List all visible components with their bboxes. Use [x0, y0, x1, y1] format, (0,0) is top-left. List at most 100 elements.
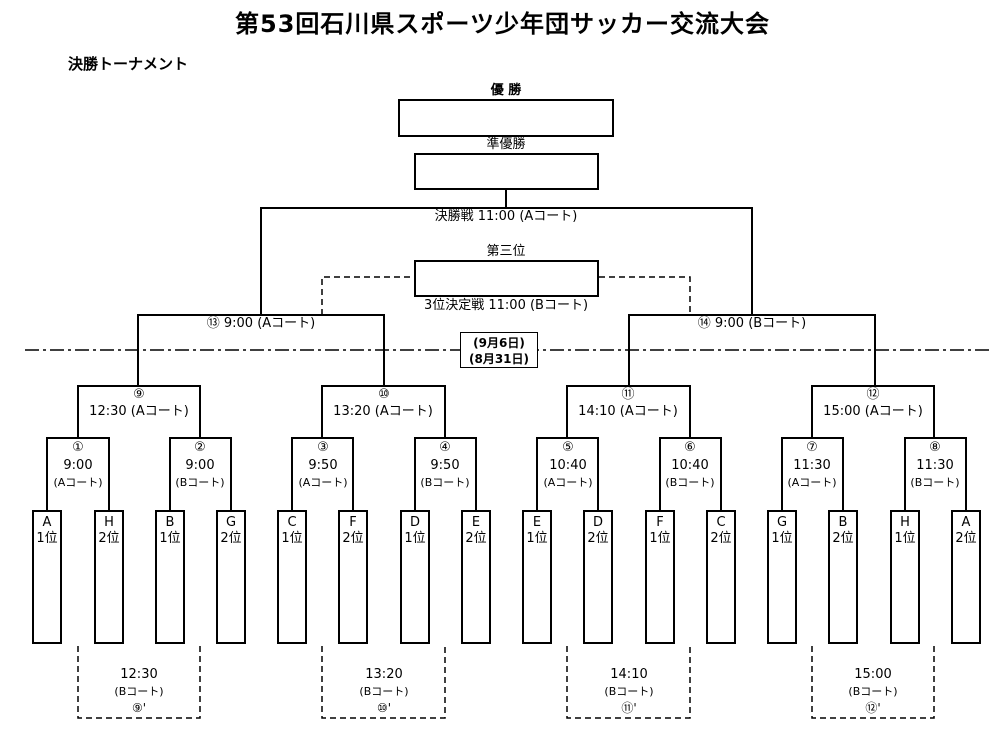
match-number: ② — [194, 440, 206, 455]
third-place-label: 第三位 — [486, 244, 526, 259]
consolation-connector — [566, 646, 691, 719]
team-name: F — [656, 515, 664, 530]
r1-connector — [414, 437, 477, 510]
runner-up-box — [414, 153, 599, 190]
r1-connector — [169, 437, 232, 510]
team-rank: 2位 — [98, 531, 120, 546]
quarterfinal-time: 14:10 (Aコート) — [578, 404, 678, 419]
r1-connector — [904, 437, 967, 510]
consolation-time: 13:20 — [365, 667, 403, 682]
team-rank: 1位 — [281, 531, 303, 546]
date-box: (9月6日) (8月31日) — [460, 332, 538, 368]
r1-connector — [536, 437, 599, 510]
runner-up-label: 準優勝 — [486, 137, 526, 152]
team-rank: 1位 — [649, 531, 671, 546]
date-line: (8月31日) — [468, 352, 530, 366]
consolation-number: ⑪' — [621, 701, 637, 715]
team-name: D — [592, 515, 603, 530]
match-time: 9:00 — [185, 458, 215, 473]
quarterfinal-number: ⑫ — [866, 387, 880, 402]
team-rank: 2位 — [465, 531, 487, 546]
team-name: E — [471, 515, 481, 530]
team-name: B — [165, 515, 175, 530]
r1-connector — [291, 437, 354, 510]
match-time: 9:50 — [430, 458, 460, 473]
r1-connector — [46, 437, 110, 510]
team-rank: 1位 — [404, 531, 426, 546]
team-rank: 1位 — [159, 531, 181, 546]
team-name: C — [716, 515, 726, 530]
match-number: ⑧ — [929, 440, 941, 455]
section-subtitle: 決勝トーナメント — [68, 55, 189, 73]
qf12-connector — [811, 385, 935, 438]
match-number: ⑤ — [562, 440, 574, 455]
team-name: A — [961, 515, 971, 530]
match-court: (Aコート) — [787, 476, 837, 489]
team-name: D — [409, 515, 420, 530]
match-time: 11:30 — [916, 458, 954, 473]
consolation-connector — [77, 646, 201, 719]
match-court: (Aコート) — [543, 476, 593, 489]
match-court: (Bコート) — [175, 476, 225, 489]
match-time: 9:00 — [63, 458, 93, 473]
champion-label: 優 勝 — [490, 83, 522, 98]
team-rank: 1位 — [771, 531, 793, 546]
team-rank: 2位 — [587, 531, 609, 546]
team-rank: 2位 — [220, 531, 242, 546]
consolation-connector — [321, 646, 446, 719]
team-rank: 1位 — [526, 531, 548, 546]
third-place-connector — [599, 276, 691, 315]
page-title: 第53回石川県スポーツ少年団サッカー交流大会 — [235, 10, 770, 38]
team-rank: 2位 — [832, 531, 854, 546]
consolation-number: ⑫' — [865, 701, 881, 715]
team-name: E — [532, 515, 542, 530]
consolation-court: (Bコート) — [114, 685, 164, 698]
match-court: (Aコート) — [298, 476, 348, 489]
quarterfinal-number: ⑪ — [621, 387, 635, 402]
consolation-time: 15:00 — [854, 667, 892, 682]
match-number: ① — [72, 440, 84, 455]
quarterfinal-time: 13:20 (Aコート) — [333, 404, 433, 419]
team-rank: 2位 — [342, 531, 364, 546]
team-name: G — [225, 515, 237, 530]
r1-connector — [659, 437, 722, 510]
third-place-connector — [321, 276, 415, 315]
quarterfinal-number: ⑩ — [378, 387, 390, 402]
semifinal-label: ⑭ 9:00 (Bコート) — [697, 316, 807, 331]
third-place-box — [414, 260, 599, 297]
match-number: ③ — [317, 440, 329, 455]
semifinal-label: ⑬ 9:00 (Aコート) — [206, 316, 316, 331]
team-rank: 2位 — [955, 531, 977, 546]
match-court: (Bコート) — [420, 476, 470, 489]
consolation-court: (Bコート) — [604, 685, 654, 698]
team-rank: 1位 — [36, 531, 58, 546]
quarterfinal-number: ⑨ — [133, 387, 145, 402]
match-time: 9:50 — [308, 458, 338, 473]
team-name: H — [900, 515, 910, 530]
consolation-court: (Bコート) — [359, 685, 409, 698]
quarterfinal-time: 15:00 (Aコート) — [823, 404, 923, 419]
team-name: A — [42, 515, 52, 530]
match-number: ⑥ — [684, 440, 696, 455]
quarterfinal-time: 12:30 (Aコート) — [89, 404, 189, 419]
final-match-label: 決勝戦 11:00 (Aコート) — [434, 209, 578, 224]
r1-connector — [781, 437, 844, 510]
third-place-match-label: 3位決定戦 11:00 (Bコート) — [423, 298, 589, 313]
match-court: (Bコート) — [910, 476, 960, 489]
champion-box — [398, 99, 614, 137]
